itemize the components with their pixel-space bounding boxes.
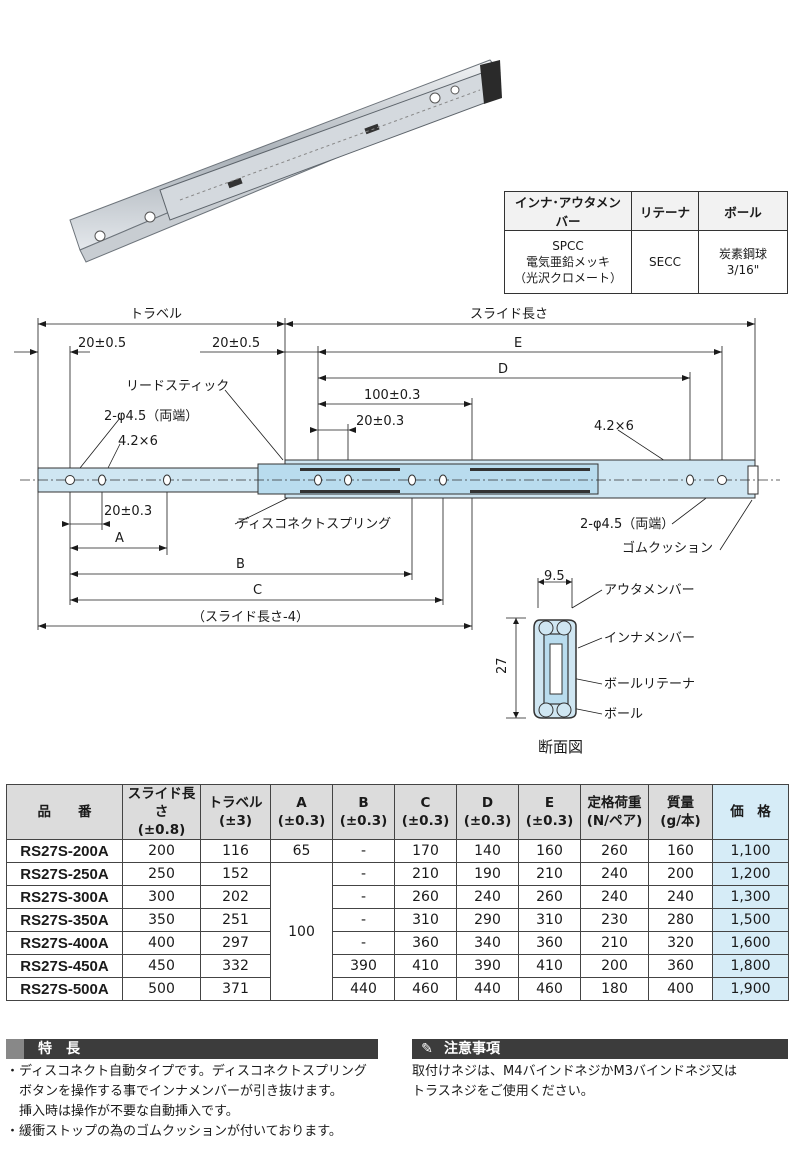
spec-header-mass: 質量(g/本) xyxy=(648,784,713,840)
product-photo xyxy=(69,59,502,263)
caution-body: 取付けネジは、M4バインドネジかM3バインドネジ又は トラスネジをご使用ください… xyxy=(412,1064,737,1099)
features-body: ・ディスコネクト自動タイプです。ディスコネクトスプリング ボタンを操作する事でイ… xyxy=(6,1064,367,1139)
spec-header-price: 価 格 xyxy=(712,784,789,840)
label-20-05-right: 20±0.5 xyxy=(212,336,260,351)
table-row: RS27S-250A 250 152 100 - 210 190 210 240… xyxy=(6,862,789,1001)
material-ball: 炭素鋼球3/16" xyxy=(698,230,788,294)
section-title: 断面図 xyxy=(538,738,583,756)
spec-header-E: E(±0.3) xyxy=(518,784,581,840)
label-100: 100±0.3 xyxy=(364,388,420,403)
label-C: C xyxy=(253,583,262,598)
cell-A-first: 65 xyxy=(270,839,333,863)
cell-A-rest: 100 xyxy=(270,862,333,1001)
label-E: E xyxy=(514,336,522,351)
label-disconnect-spring: ディスコネクトスプリング xyxy=(236,516,391,532)
section-width: 9.5 xyxy=(544,569,565,584)
label-outer-member: アウタメンバー xyxy=(604,583,695,598)
material-inner-outer: SPCC xyxy=(552,239,584,253)
label-hole-right: 2-φ4.5（両端） xyxy=(580,517,674,532)
label-20-03-top: 20±0.3 xyxy=(356,414,404,429)
material-table: インナ･アウタメンバー リテーナ ボール SPCC 電気亜鉛メッキ （光沢クロメ… xyxy=(504,191,788,294)
cross-section: 9.5 27 アウタメンバー インナメンバー ボールリテーナ ボール 断面図 xyxy=(495,569,695,756)
material-retainer: SECC xyxy=(631,230,699,294)
table-row: RS27S-300A 300 202 - 260 240 260 240 240… xyxy=(6,885,789,909)
label-ball-retainer: ボールリテーナ xyxy=(604,677,695,692)
spec-header-B: B(±0.3) xyxy=(332,784,395,840)
caution-heading: ✎注意事項 xyxy=(412,1039,788,1059)
spec-header-slide: スライド長さ(±0.8) xyxy=(122,784,201,840)
material-header: インナ･アウタメンバー xyxy=(504,191,632,231)
material-inner-outer: 電気亜鉛メッキ xyxy=(525,255,610,269)
spec-header-travel: トラベル(±3) xyxy=(200,784,271,840)
label-travel: トラベル xyxy=(130,307,182,322)
material-header: リテーナ xyxy=(631,191,699,231)
label-hole-left: 2-φ4.5（両端） xyxy=(104,409,198,424)
table-row: RS27S-400A 400 297 - 360 340 360 210 320… xyxy=(6,931,789,955)
label-slide-length: スライド長さ xyxy=(470,307,548,322)
label-slide-minus4: （スライド長さ-4） xyxy=(192,610,309,625)
label-20-03-bottom: 20±0.3 xyxy=(104,504,152,519)
label-slot-left: 4.2×6 xyxy=(118,434,158,449)
spec-header-C: C(±0.3) xyxy=(394,784,457,840)
spec-table: 品 番 スライド長さ(±0.8) トラベル(±3) A(±0.3) B(±0.3… xyxy=(6,784,789,1001)
material-inner-outer: （光沢クロメート） xyxy=(513,271,622,285)
spec-header-load: 定格荷重(N/ペア) xyxy=(580,784,649,840)
label-inner-member: インナメンバー xyxy=(604,631,695,646)
pencil-icon: ✎ xyxy=(421,1041,433,1057)
features-heading-mark xyxy=(6,1039,24,1059)
label-A: A xyxy=(115,531,124,546)
label-ball: ボール xyxy=(604,707,643,722)
spec-header-A: A(±0.3) xyxy=(270,784,333,840)
table-row: RS27S-450A 450 332 390 410 390 410 200 3… xyxy=(6,954,789,978)
label-slot-right: 4.2×6 xyxy=(594,419,634,434)
label-rubber-cushion: ゴムクッション xyxy=(622,540,713,556)
table-row: RS27S-200A 200 116 65 - 170 140 160 260 … xyxy=(6,839,789,863)
label-lead-stick: リードスティック xyxy=(126,379,229,394)
label-D: D xyxy=(498,362,508,377)
dimension-drawing: トラベル スライド長さ 20±0.5 20±0.5 E D 100±0.3 20… xyxy=(14,307,780,630)
label-B: B xyxy=(236,557,245,572)
spec-header-D: D(±0.3) xyxy=(456,784,519,840)
features-heading: 特 長 xyxy=(6,1039,378,1059)
table-row: RS27S-500A 500 371 440 460 440 460 180 4… xyxy=(6,977,789,1001)
table-row: RS27S-350A 350 251 - 310 290 310 230 280… xyxy=(6,908,789,932)
material-header: ボール xyxy=(698,191,788,231)
label-20-05-left: 20±0.5 xyxy=(78,336,126,351)
spec-header-model: 品 番 xyxy=(6,784,123,840)
section-height: 27 xyxy=(495,657,510,674)
